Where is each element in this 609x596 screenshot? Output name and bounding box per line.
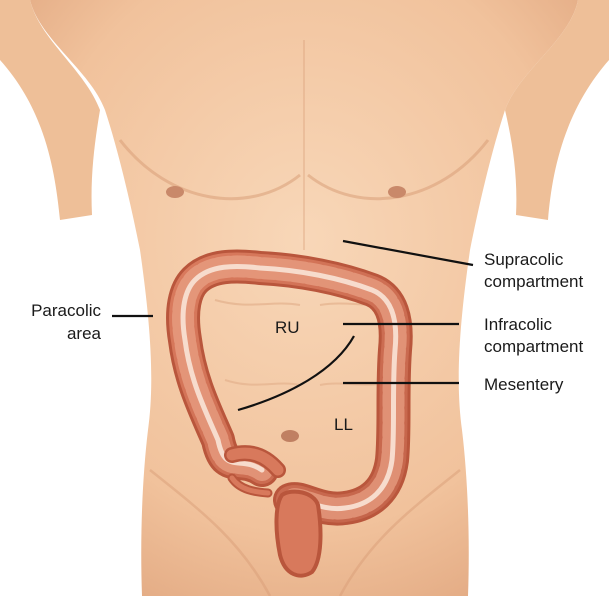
label-supracolic-line2: compartment (484, 272, 583, 291)
rectum (276, 492, 320, 576)
label-mesentery: Mesentery (484, 375, 564, 394)
navel (281, 430, 299, 442)
label-supracolic-line1: Supracolic (484, 250, 564, 269)
region-ru-label: RU (275, 318, 300, 337)
label-paracolic-line2: area (67, 324, 102, 343)
label-infracolic-line2: compartment (484, 337, 583, 356)
right-nipple (388, 186, 406, 198)
label-paracolic-line1: Paracolic (31, 301, 101, 320)
region-ll-label: LL (334, 415, 353, 434)
left-nipple (166, 186, 184, 198)
label-infracolic-line1: Infracolic (484, 315, 553, 334)
